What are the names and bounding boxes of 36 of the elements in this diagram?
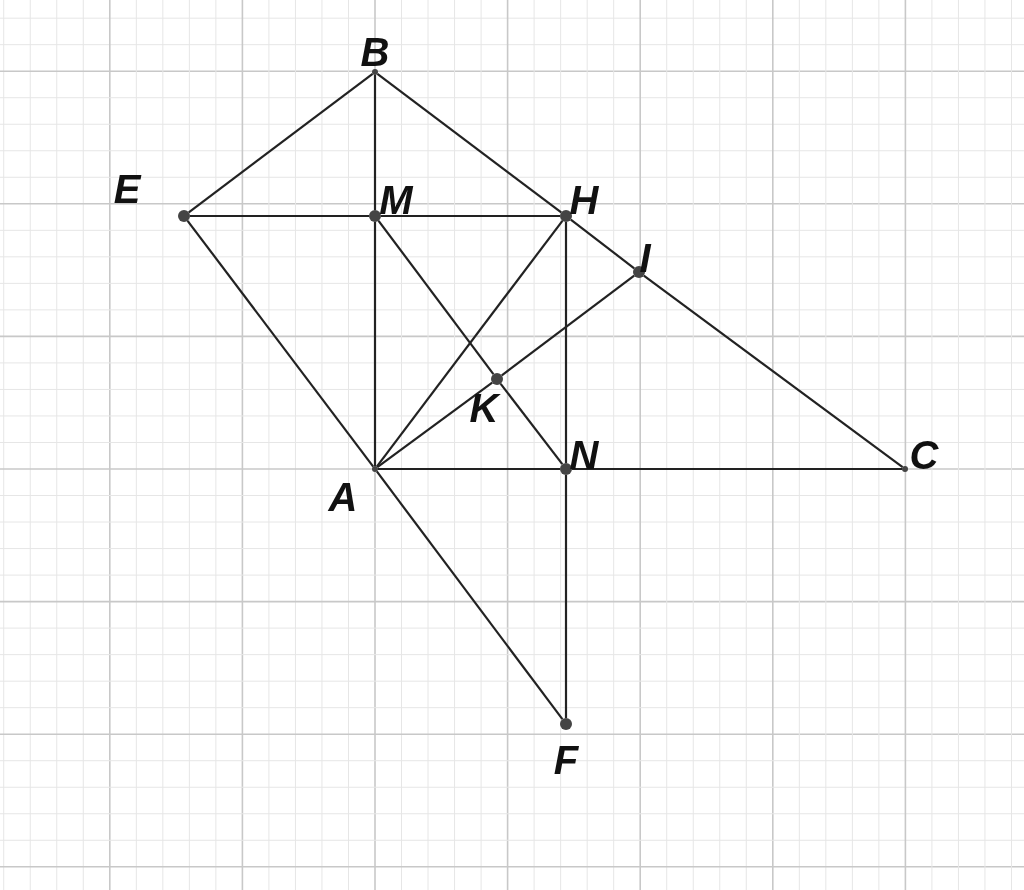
line-segment bbox=[188, 72, 374, 214]
point-label: A bbox=[328, 477, 358, 517]
point-label: E bbox=[113, 169, 141, 209]
point-dot bbox=[902, 466, 908, 472]
line-segment bbox=[375, 470, 564, 720]
point-dot bbox=[372, 466, 378, 472]
point-label: B bbox=[360, 32, 390, 72]
line-segment bbox=[378, 467, 560, 471]
line-segment bbox=[381, 214, 560, 218]
line-segment bbox=[373, 222, 377, 466]
point-dot bbox=[369, 210, 381, 222]
line-segment bbox=[643, 274, 904, 469]
point-label: I bbox=[639, 238, 651, 278]
line-segment bbox=[572, 467, 902, 471]
point-dot bbox=[178, 210, 190, 222]
point-label: M bbox=[379, 180, 413, 220]
point-label: N bbox=[569, 435, 599, 475]
line-segment bbox=[376, 72, 562, 214]
point-dot bbox=[560, 210, 572, 222]
line-segment bbox=[570, 218, 635, 270]
point-label: C bbox=[909, 435, 939, 475]
point-label: F bbox=[553, 740, 579, 780]
point-label: H bbox=[569, 180, 599, 220]
line-segment bbox=[501, 274, 635, 377]
point-dot bbox=[372, 69, 378, 75]
line-segment bbox=[375, 220, 564, 468]
line-segment bbox=[186, 220, 375, 468]
line-segment bbox=[190, 214, 369, 218]
line-segment bbox=[373, 75, 377, 210]
line-segment bbox=[564, 222, 568, 463]
line-segment bbox=[377, 220, 495, 375]
point-label: K bbox=[469, 388, 499, 428]
line-segment bbox=[499, 383, 564, 465]
line-segment bbox=[376, 381, 493, 469]
line-segment bbox=[564, 475, 568, 718]
point-dot bbox=[491, 373, 503, 385]
